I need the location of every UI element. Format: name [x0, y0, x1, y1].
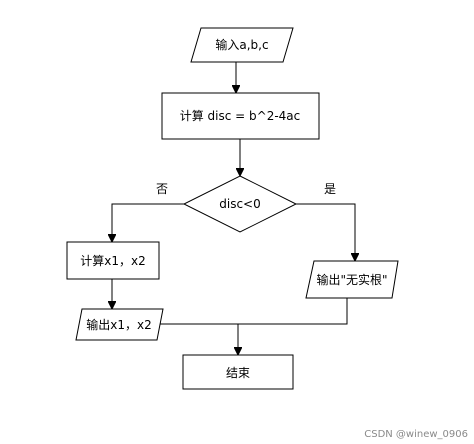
output-no-root-parallelogram	[305, 260, 399, 299]
arrow-output-roots-to-end	[160, 323, 238, 354]
compute-roots-node: 计算x1，x2	[66, 241, 160, 280]
output-roots-node: 输出x1，x2	[75, 308, 164, 341]
no-branch-label: 否	[156, 182, 168, 196]
compute-roots-label: 计算x1，x2	[80, 253, 145, 268]
input-label: 输入a,b,c	[215, 37, 268, 52]
input-parallelogram	[190, 27, 294, 63]
decision-label: disc<0	[219, 197, 261, 211]
end-label: 结束	[226, 366, 250, 380]
compute-disc-box	[161, 92, 320, 140]
arrow-decision-no	[112, 203, 184, 241]
end-box	[182, 354, 294, 390]
compute-roots-box	[66, 241, 160, 280]
watermark: CSDN @winew_0906	[364, 429, 468, 440]
arrow-output-no-root-to-end	[238, 298, 348, 325]
output-roots-parallelogram	[75, 308, 164, 341]
decision-diamond	[182, 175, 298, 233]
decision-node: disc<0	[182, 175, 298, 233]
input-node: 输入a,b,c	[190, 27, 294, 63]
compute-disc-node: 计算 disc = b^2-4ac	[161, 92, 320, 140]
output-no-root-node: 输出"无实根"	[305, 260, 399, 299]
output-no-root-label: 输出"无实根"	[316, 272, 387, 287]
output-roots-label: 输出x1，x2	[86, 317, 151, 332]
yes-branch-label: 是	[324, 182, 336, 196]
compute-disc-label: 计算 disc = b^2-4ac	[180, 108, 301, 123]
end-node: 结束	[182, 354, 294, 390]
arrow-decision-yes	[296, 203, 355, 260]
